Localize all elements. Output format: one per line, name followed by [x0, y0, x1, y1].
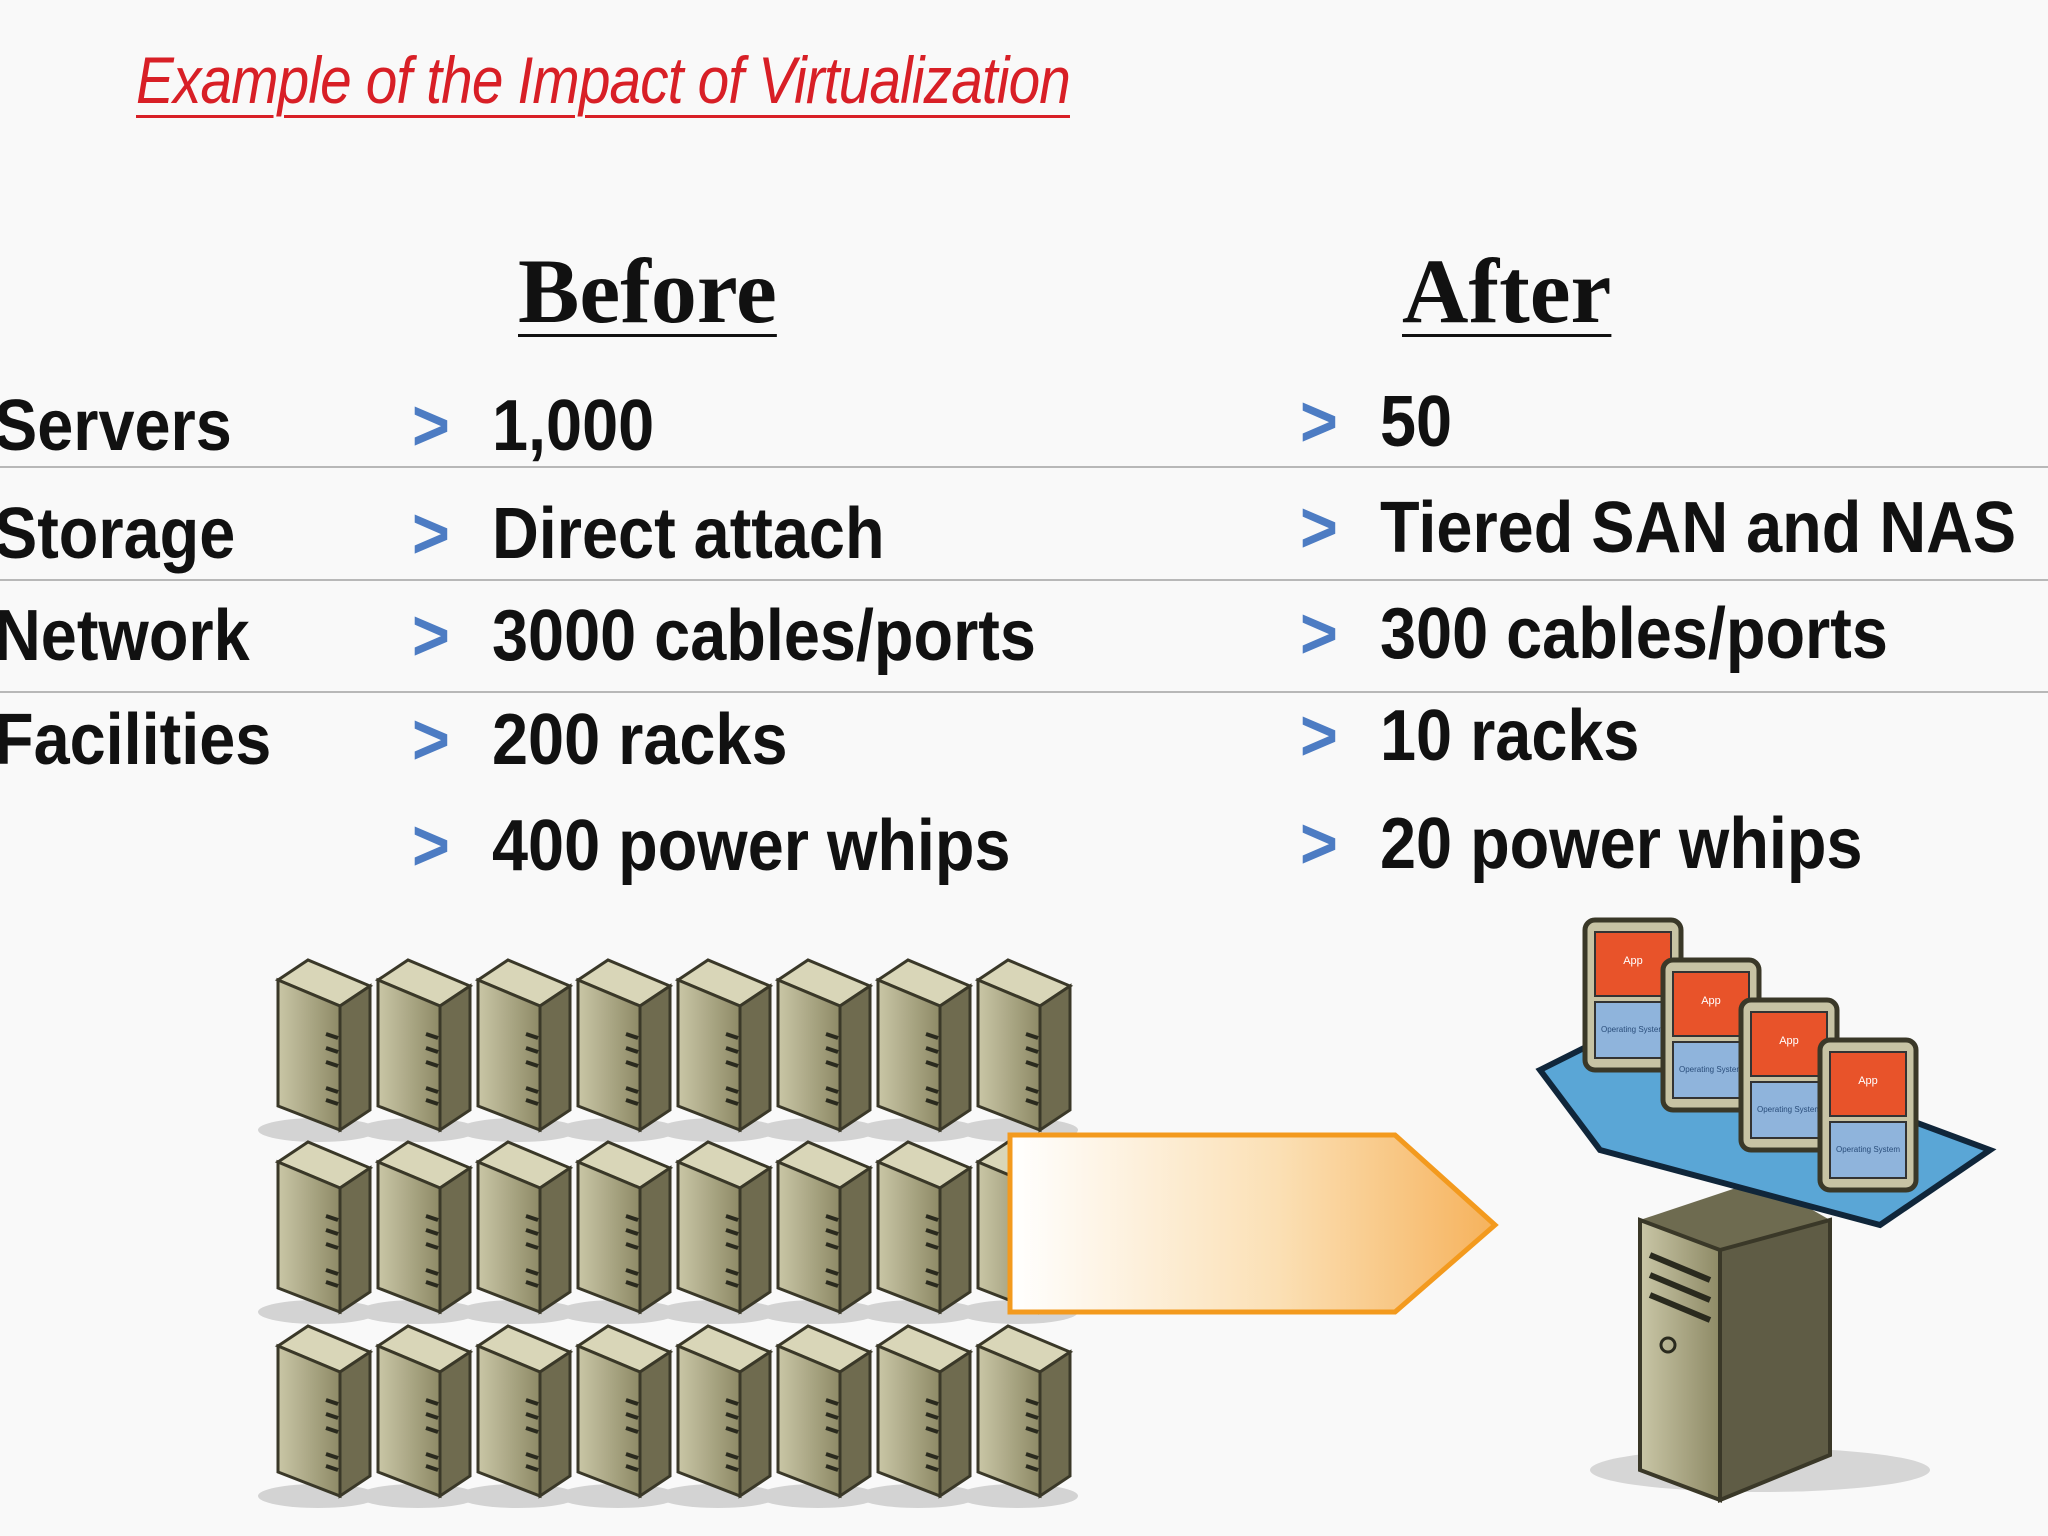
- slide-title: Example of the Impact of Virtualization: [136, 43, 1071, 117]
- row-category: Servers: [0, 386, 232, 466]
- before-value: Direct attach: [492, 494, 885, 574]
- column-header-before: Before: [518, 240, 777, 342]
- server-tower-icon: [258, 1140, 378, 1324]
- server-tower-icon: [758, 1140, 878, 1324]
- server-tower-icon: [458, 958, 578, 1142]
- after-value: 10 racks: [1380, 696, 1640, 776]
- chevron-icon: >: [412, 806, 450, 886]
- row-category: Facilities: [0, 700, 272, 780]
- chevron-icon: >: [1300, 804, 1338, 884]
- after-value: 20 power whips: [1380, 804, 1863, 884]
- server-tower-icon: [258, 1324, 378, 1508]
- chevron-icon: >: [1300, 696, 1338, 776]
- server-tower-icon: [658, 958, 778, 1142]
- chevron-icon: >: [1300, 594, 1338, 674]
- chevron-icon: >: [412, 386, 450, 466]
- chevron-icon: >: [412, 700, 450, 780]
- chevron-icon: >: [1300, 382, 1338, 462]
- after-value: Tiered SAN and NAS: [1380, 488, 2017, 568]
- after-value: 50: [1380, 382, 1453, 462]
- server-tower-icon: [958, 1324, 1078, 1508]
- server-tower-icon: [658, 1324, 778, 1508]
- server-tower-icon: [858, 1324, 978, 1508]
- before-value: 1,000: [492, 386, 655, 466]
- server-tower-icon: [658, 1140, 778, 1324]
- vm-app-label: App: [1858, 1075, 1878, 1087]
- server-tower-icon: [458, 1140, 578, 1324]
- row-divider: [0, 579, 2048, 581]
- vm-app-label: App: [1623, 955, 1643, 967]
- row-divider: [0, 466, 2048, 468]
- server-tower-icon: [358, 958, 478, 1142]
- chevron-icon: >: [412, 596, 450, 676]
- before-value: 400 power whips: [492, 806, 1011, 886]
- server-tower-icon: [958, 958, 1078, 1142]
- server-tower-icon: [558, 958, 678, 1142]
- vm-os-label: Operating System: [1836, 1145, 1900, 1154]
- server-tower-icon: [558, 1324, 678, 1508]
- server-tower-icon: [358, 1324, 478, 1508]
- before-value: 200 racks: [492, 700, 788, 780]
- server-tower-icon: [758, 958, 878, 1142]
- chevron-icon: >: [1300, 488, 1338, 568]
- vm-app-label: App: [1701, 995, 1721, 1007]
- vm-os-label: Operating System: [1757, 1105, 1821, 1114]
- server-tower-icon: [458, 1324, 578, 1508]
- row-category: Storage: [0, 494, 236, 574]
- chevron-icon: >: [412, 494, 450, 574]
- server-tower-icon: [258, 958, 378, 1142]
- row-category: Network: [0, 596, 250, 676]
- server-tower-icon: [558, 1140, 678, 1324]
- host-server-icon: [1638, 1180, 1832, 1503]
- server-tower-icon: [758, 1324, 878, 1508]
- server-tower-icon: [358, 1140, 478, 1324]
- vm-app-label: App: [1779, 1035, 1799, 1047]
- server-tower-icon: [858, 1140, 978, 1324]
- after-value: 300 cables/ports: [1380, 594, 1888, 674]
- column-header-after: After: [1402, 240, 1612, 342]
- before-value: 3000 cables/ports: [492, 596, 1036, 676]
- vm-os-label: Operating System: [1601, 1025, 1665, 1034]
- row-divider: [0, 691, 2048, 693]
- arrow-shape: [1007, 1132, 1499, 1315]
- server-tower-icon: [858, 958, 978, 1142]
- vm-os-label: Operating System: [1679, 1065, 1743, 1074]
